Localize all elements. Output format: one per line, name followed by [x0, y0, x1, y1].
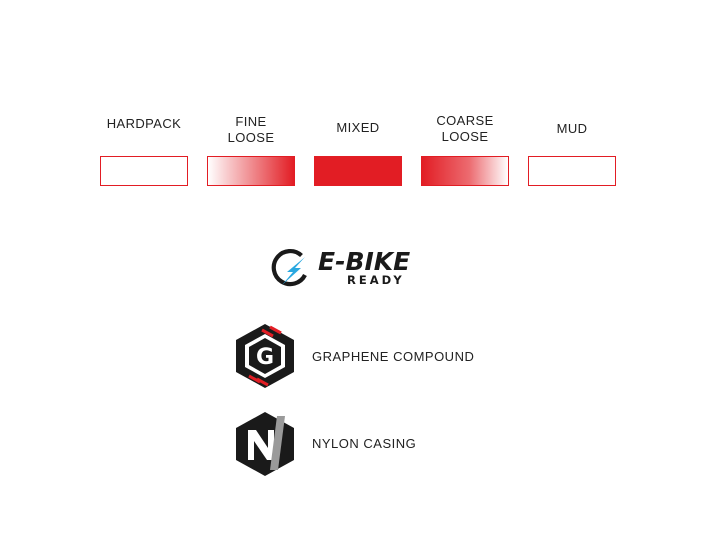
- ebike-subtitle: READY: [347, 273, 405, 287]
- terrain-item-mud: MUD: [528, 100, 616, 186]
- terrain-bar-empty: [100, 156, 188, 186]
- terrain-item-coarse-loose: COARSE LOOSE: [421, 100, 509, 186]
- terrain-item-hardpack: HARDPACK: [100, 100, 188, 186]
- terrain-bar-gradient-right: [207, 156, 295, 186]
- terrain-item-mixed: MIXED: [314, 100, 402, 186]
- svg-text:G: G: [256, 345, 274, 370]
- feature-graphene: G GRAPHENE COMPOUND: [232, 322, 532, 390]
- terrain-label: COARSE LOOSE: [436, 113, 494, 144]
- terrain-bar-solid: [314, 156, 402, 186]
- graphene-g-icon: G: [236, 324, 294, 388]
- ebike-ready-badge: E-BIKE READY: [270, 248, 450, 290]
- terrain-label: FINE LOOSE: [227, 114, 275, 145]
- nylon-n-icon: [236, 412, 294, 476]
- feature-label: NYLON CASING: [312, 436, 417, 451]
- feature-nylon: NYLON CASING: [232, 410, 532, 478]
- ebike-title: E-BIKE: [318, 247, 411, 276]
- terrain-item-fine-loose: FINE LOOSE: [207, 100, 295, 186]
- terrain-label: HARDPACK: [106, 116, 182, 131]
- feature-label: GRAPHENE COMPOUND: [312, 349, 475, 364]
- lightning-bolt-icon: [271, 249, 307, 287]
- terrain-bar-gradient-left: [421, 156, 509, 186]
- terrain-label: MUD: [556, 121, 588, 136]
- terrain-label: MIXED: [336, 120, 380, 135]
- terrain-bar-empty: [528, 156, 616, 186]
